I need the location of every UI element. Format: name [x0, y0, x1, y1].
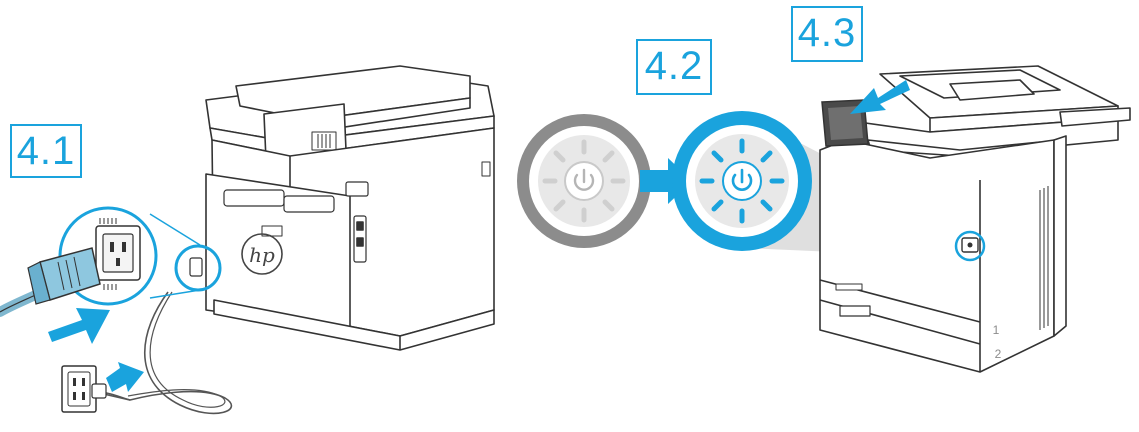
- power-cord-inner: [127, 291, 226, 408]
- wall-outlet-icon: [61, 365, 97, 413]
- arrow-icon-push-plug: [48, 308, 110, 344]
- socket-vents: [99, 218, 117, 290]
- power-icon-on: [731, 168, 753, 191]
- tray-label-2: 2: [995, 347, 1002, 361]
- power-plug-icon: [27, 247, 101, 305]
- arrow-icon-control-panel: [850, 80, 910, 114]
- socket-pin-right: [122, 242, 126, 252]
- control-panel-screen: [821, 99, 869, 147]
- zoom-line-top: [149, 213, 201, 246]
- power-button-on-illustration: [672, 111, 812, 251]
- hp-logo-icon: hp: [241, 233, 283, 275]
- zoom-line-bottom: [149, 289, 201, 299]
- power-button-off-illustration: [517, 114, 651, 248]
- step-label-4-2: 4.2: [636, 39, 712, 95]
- rear-power-port: [189, 257, 203, 277]
- power-icon-off: [573, 168, 595, 191]
- step-label-4-3: 4.3: [791, 6, 863, 62]
- outlet-plug: [91, 383, 107, 399]
- power-cord: [94, 291, 233, 415]
- power-cord-section: [0, 206, 233, 415]
- step-label-4-1: 4.1: [10, 124, 82, 178]
- highlight-circle-power-port: [174, 244, 222, 292]
- highlight-circle-front-power: [954, 230, 986, 262]
- power-socket-inner: [102, 233, 134, 273]
- printer-front-view: [819, 65, 1131, 373]
- socket-pin-ground: [116, 258, 120, 266]
- arrow-icon-outlet: [106, 362, 144, 392]
- printer-rear-view: [205, 65, 495, 351]
- socket-pin-left: [110, 242, 114, 252]
- printer-brand-logo: hp: [249, 243, 275, 267]
- tray-label-1: 1: [993, 323, 1000, 337]
